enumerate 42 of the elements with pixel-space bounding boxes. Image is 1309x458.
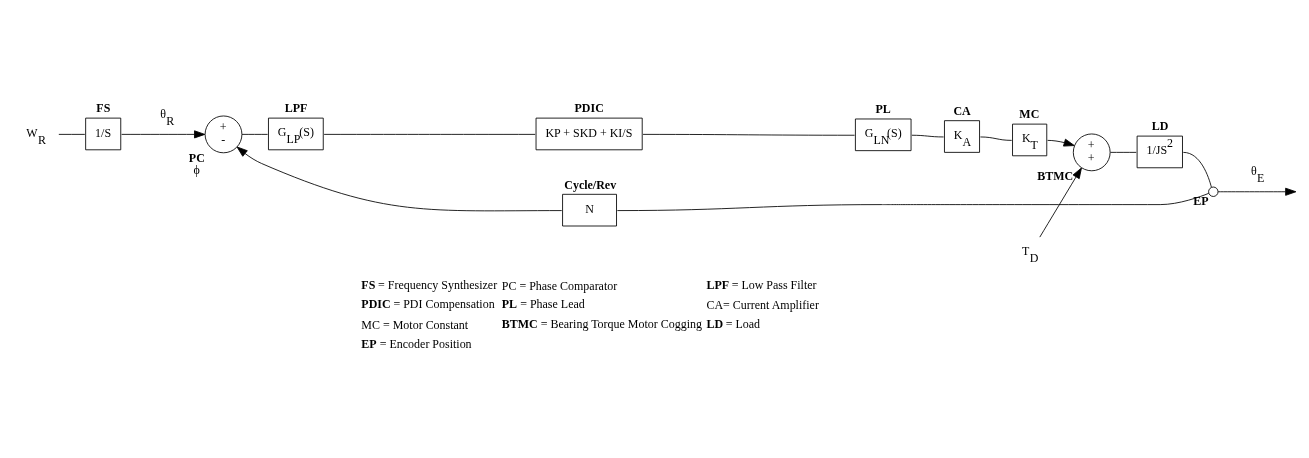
- connector: [58, 133, 86, 135]
- connector: [1110, 151, 1137, 153]
- node-label: PL: [875, 102, 891, 117]
- connector: [241, 133, 269, 135]
- label: PL = Phase Lead: [501, 297, 585, 312]
- label: MC = Motor Constant: [361, 317, 469, 332]
- node-label: LPF: [284, 101, 308, 116]
- node-label: ϕ: [193, 162, 200, 177]
- connector: [323, 133, 536, 135]
- arrow: [1217, 187, 1297, 196]
- node-label: CA: [953, 103, 971, 118]
- label: CA= Current Amplifier: [706, 298, 819, 313]
- arrow: [236, 146, 563, 212]
- label: PC = Phase Comparator: [501, 278, 618, 293]
- node-circle: + +: [1072, 133, 1111, 172]
- label: LPF = Low Pass Filter: [706, 277, 817, 292]
- arrow: [121, 130, 206, 139]
- node-box: 1/S: [85, 117, 122, 151]
- node-label: BTMC: [1037, 168, 1074, 183]
- node-label: EP: [1193, 194, 1209, 209]
- node-label: FS: [96, 101, 111, 116]
- label: BTMC = Bearing Torque Motor Cogging: [501, 317, 703, 332]
- connector: [911, 134, 945, 138]
- node-label: Cycle/Rev: [564, 177, 617, 192]
- label: LD = Load: [706, 317, 761, 332]
- connector: [642, 133, 855, 136]
- connector: [1182, 151, 1212, 188]
- node-box: KP + SKD + KI/S: [535, 117, 643, 151]
- arrow: [1047, 138, 1075, 147]
- arrow: [1039, 167, 1082, 238]
- node-circle: + -: [204, 115, 243, 154]
- label: PDIC = PDI Compensation: [361, 297, 495, 312]
- node-circle: [1208, 186, 1219, 197]
- label: FS = Frequency Synthesizer: [361, 277, 498, 292]
- node-box: N: [562, 193, 617, 227]
- node-label: PDIC: [574, 101, 604, 116]
- node-label: MC: [1019, 107, 1040, 122]
- connector: [980, 136, 1013, 141]
- node-label: LD: [1151, 119, 1169, 134]
- connector: [616, 192, 1210, 211]
- node-label: PC: [188, 150, 205, 165]
- label: EP = Encoder Position: [361, 336, 472, 351]
